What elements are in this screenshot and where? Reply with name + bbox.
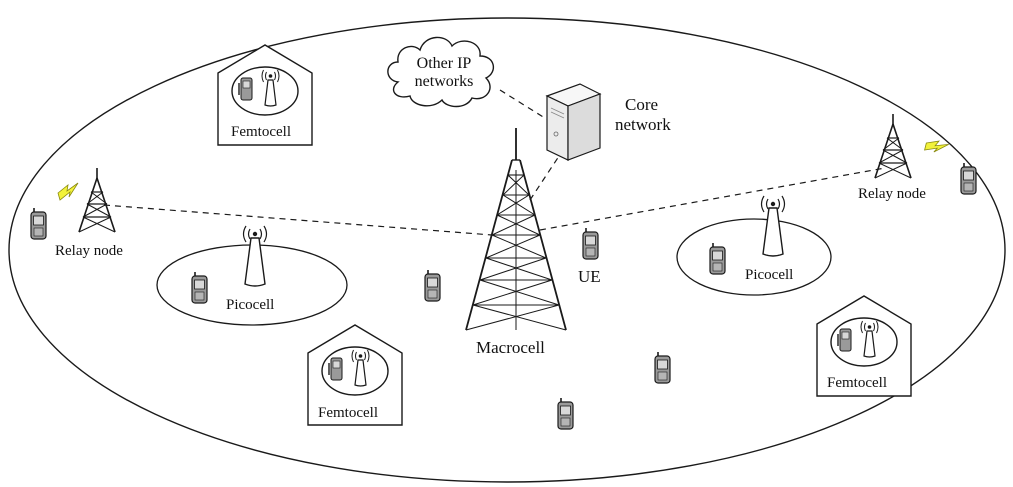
- core-network-label-line1: Core: [625, 95, 659, 114]
- femtocell-right-label: Femtocell: [827, 375, 887, 391]
- mobile-phone-icon: [191, 271, 208, 304]
- relay-node-left-label: Relay node: [55, 243, 123, 259]
- core-network-label-line2: network: [615, 115, 671, 135]
- cloud-label-line1: Other IP: [416, 55, 472, 72]
- relay-right-lightning-icon: [922, 133, 950, 160]
- link-macro-to-core: [529, 149, 564, 201]
- mobile-phone-icon: [424, 269, 441, 302]
- picocell-left-antenna-icon: [242, 225, 268, 287]
- picocell-right-label: Picocell: [745, 267, 794, 283]
- femtocell-bottom-label: Femtocell: [318, 405, 378, 421]
- link-macro-to-relay-left: [103, 204, 493, 236]
- mobile-phone-icon: [557, 397, 574, 430]
- other-ip-networks-cloud-icon: [387, 36, 495, 108]
- macrocell-coverage-area: [8, 17, 1006, 483]
- relay-left-lightning-icon: [57, 182, 79, 201]
- femtocell-top-label: Femtocell: [231, 124, 291, 140]
- mobile-phone-icon: [654, 351, 671, 384]
- cloud-label-line2: networks: [414, 73, 474, 91]
- ue-label: UE: [578, 267, 601, 286]
- ue-phone-icon: [582, 227, 599, 260]
- relay-node-left-tower-icon: [78, 167, 116, 233]
- picocell-right-area: [676, 218, 832, 296]
- picocell-right-antenna-icon: [760, 195, 786, 257]
- mobile-phone-icon: [30, 207, 47, 240]
- link-core-to-cloud: [499, 89, 549, 121]
- core-network-label: Core network: [615, 95, 671, 136]
- macrocell-label: Macrocell: [476, 338, 545, 357]
- mobile-phone-icon: [960, 162, 977, 195]
- core-network-server-icon: [545, 83, 602, 161]
- cloud-label: Other IP networks: [396, 55, 492, 92]
- relay-node-right-label: Relay node: [858, 186, 926, 202]
- picocell-left-label: Picocell: [226, 297, 275, 313]
- macrocell-tower-icon: [465, 128, 567, 331]
- backhaul-links: [103, 89, 886, 236]
- mobile-phone-icon: [709, 242, 726, 275]
- link-macro-to-relay-right: [539, 167, 886, 231]
